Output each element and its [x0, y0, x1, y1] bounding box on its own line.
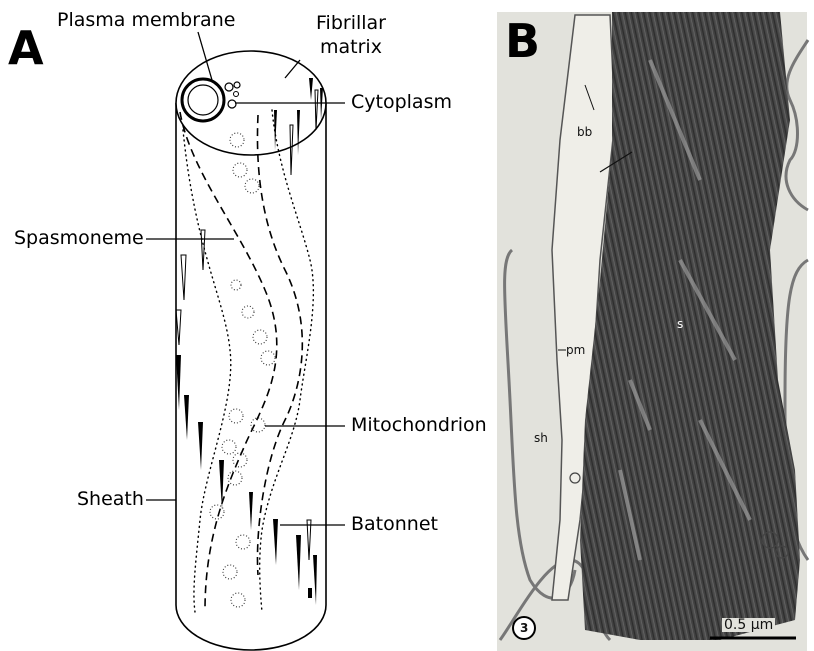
- scale-bar-label: 0.5 μm: [722, 618, 775, 632]
- label-pm: pm: [566, 344, 585, 356]
- spasmoneme-fibrils: [580, 12, 800, 640]
- figure-number: 3: [520, 622, 528, 634]
- label-s: s: [677, 318, 683, 330]
- panel-b-letter: B: [505, 18, 540, 64]
- label-sh: sh: [534, 432, 548, 444]
- label-bb: bb: [577, 126, 592, 138]
